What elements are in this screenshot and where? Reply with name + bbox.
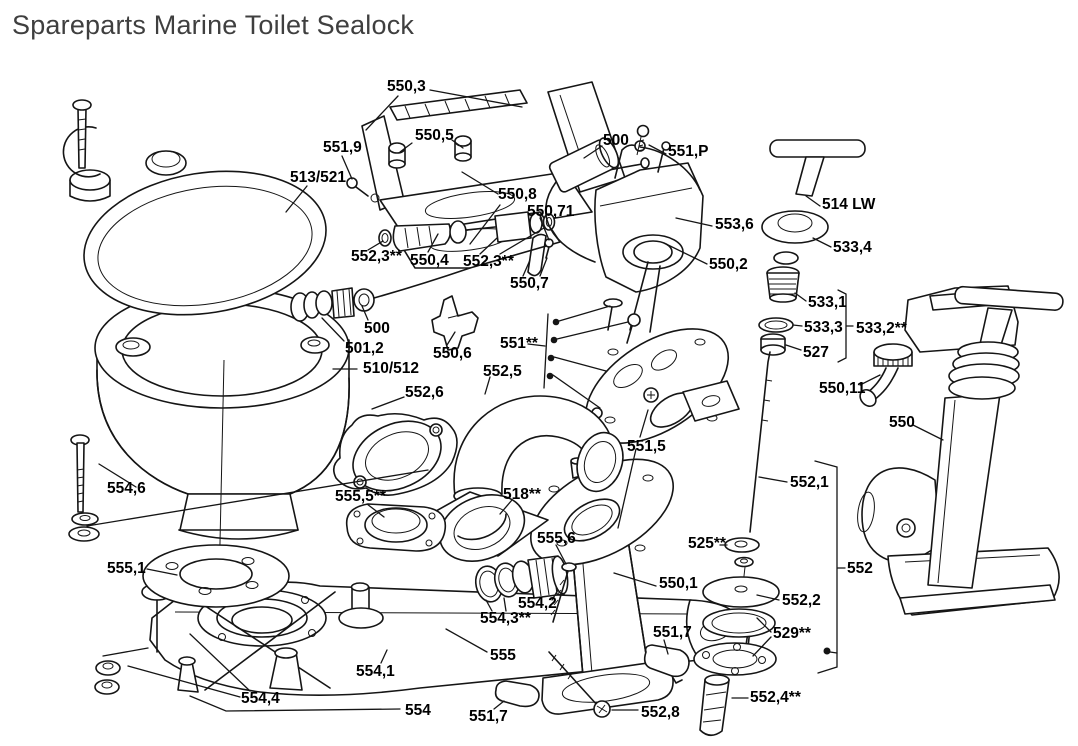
complete-pump-550 xyxy=(855,286,1063,615)
leader-lines xyxy=(87,90,943,711)
page-title: Spareparts Marine Toilet Sealock xyxy=(12,10,415,40)
clip-550-6 xyxy=(432,296,478,350)
pump-body-550-1 xyxy=(496,437,691,717)
flange-552-6 xyxy=(334,408,457,504)
plate-555-5 xyxy=(347,504,446,551)
hose-coupler xyxy=(291,268,470,321)
handle-and-spindle-stack xyxy=(694,140,865,735)
base-flange-555-1 xyxy=(143,545,289,607)
valve-plate-assembly xyxy=(544,299,748,466)
seal-ring-518 xyxy=(420,483,548,573)
pump-top-casting xyxy=(595,126,703,333)
toilet-bowl-and-seat xyxy=(63,100,349,588)
cylinder-500-top xyxy=(546,135,623,262)
piston-and-rings xyxy=(473,555,576,622)
piston-rod-assembly xyxy=(379,212,555,276)
bolt-554-6 xyxy=(69,435,99,541)
